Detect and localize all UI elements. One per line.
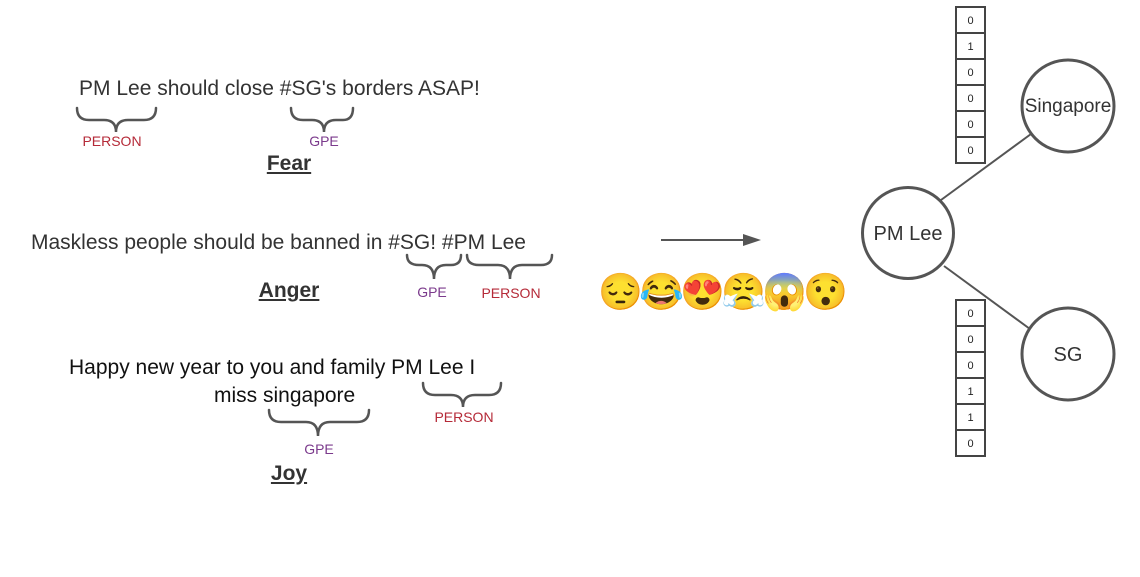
sentence-1-person-tag: PERSON: [82, 133, 142, 149]
node-pm-lee: PM Lee: [861, 186, 955, 280]
edge-vector-sg: 0 0 0 1 1 0: [955, 299, 986, 457]
brace-s2-gpe: [405, 253, 463, 280]
sentence-1-gpe-tag: GPE: [309, 133, 339, 149]
sentence-2-emotion-label: Anger: [258, 279, 320, 302]
steam-nose-face-icon: 😤: [721, 271, 766, 312]
vector-cell-value: 0: [967, 360, 973, 372]
sentence-3-text-line1: Happy new year to you and family PM Lee …: [69, 356, 476, 379]
sentence-2-text: Maskless people should be banned in #SG!…: [31, 231, 526, 254]
screaming-face-icon: 😱: [762, 271, 807, 312]
vector-cell-value: 0: [967, 438, 973, 450]
brace-s1-person: [75, 106, 158, 133]
node-pm-lee-label: PM Lee: [874, 223, 943, 245]
vector-cell: [955, 84, 986, 112]
brace-s2-person: [465, 253, 554, 280]
brace-s3-gpe: [267, 408, 371, 437]
brace-s1-gpe: [289, 106, 355, 133]
vector-cell: [955, 110, 986, 138]
node-singapore-label: Singapore: [1025, 96, 1112, 117]
edge-pm-lee-sg: [943, 265, 1031, 330]
vector-cell-value: 0: [967, 308, 973, 320]
vector-cell-value: 0: [967, 119, 973, 131]
brace-s3-person: [421, 381, 503, 408]
pensive-face-icon: 😔: [598, 271, 643, 312]
vector-cell-value: 1: [967, 412, 973, 424]
vector-cell-value: 0: [967, 15, 973, 27]
edge-pm-lee-singapore: [940, 133, 1032, 201]
vector-cell-value: 1: [967, 386, 973, 398]
transform-arrow: [661, 234, 761, 246]
sentence-2-person-tag: PERSON: [481, 285, 541, 301]
edge-vector-singapore: 0 1 0 0 0 0: [955, 6, 986, 164]
node-sg-label: SG: [1054, 344, 1083, 366]
vector-cell-value: 0: [967, 145, 973, 157]
vector-cell: [955, 429, 986, 457]
vector-cell: [955, 136, 986, 164]
vector-cell-value: 0: [967, 334, 973, 346]
hushed-face-icon: 😯: [803, 271, 848, 312]
vector-cell-value: 0: [967, 67, 973, 79]
sentence-1-text: PM Lee should close #SG's borders ASAP!: [79, 77, 480, 100]
node-sg: SG: [1020, 306, 1116, 402]
node-singapore: Singapore: [1020, 58, 1116, 154]
heart-eyes-face-icon: 😍: [680, 271, 725, 312]
sentence-1-emotion-label: Fear: [266, 152, 312, 175]
sentence-2-gpe-tag: GPE: [417, 284, 447, 300]
vector-cell-value: 1: [967, 41, 973, 53]
vector-cell: [955, 32, 986, 60]
vector-cell-value: 0: [967, 93, 973, 105]
sentence-3-person-tag: PERSON: [434, 409, 494, 425]
sentence-3-emotion-label: Joy: [270, 462, 308, 485]
sentence-3-text-line2: miss singapore: [214, 384, 356, 407]
sentence-3-gpe-tag: GPE: [304, 441, 334, 457]
tears-of-joy-face-icon: 😂: [639, 271, 684, 312]
